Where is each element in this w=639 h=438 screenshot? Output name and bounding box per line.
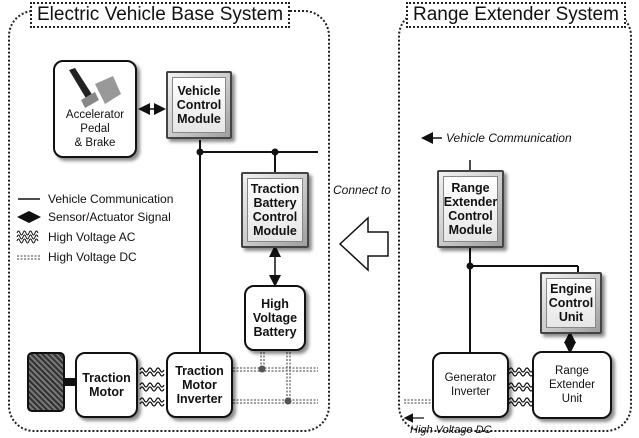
re-high-voltage-dc-lines bbox=[404, 399, 432, 404]
vehicle-control-module-box: Vehicle Control Module bbox=[166, 71, 232, 139]
bus-junction-dot bbox=[196, 148, 204, 156]
accelerator-label: Accelerator Pedal & Brake bbox=[65, 109, 125, 149]
motor-shaft bbox=[65, 378, 75, 386]
wheel-tire bbox=[27, 352, 65, 412]
re-vehicle-communication-line bbox=[421, 132, 471, 170]
traction-motor-box: Traction Motor bbox=[75, 352, 138, 418]
high-voltage-battery-box: High Voltage Battery bbox=[244, 285, 306, 351]
hvdc-junction-dot bbox=[258, 365, 266, 373]
connect-to-label: Connect to bbox=[333, 183, 392, 197]
legend-vehicle-communication: Vehicle Communication bbox=[48, 192, 174, 206]
tbcm-label: Traction Battery Control Module bbox=[247, 178, 303, 242]
range-extender-unit-box: Range Extender Unit bbox=[532, 351, 612, 419]
bus-junction-dot bbox=[466, 262, 474, 270]
vehicle-communication-label: Vehicle Communication bbox=[446, 131, 572, 145]
high-voltage-ac-lines bbox=[139, 367, 165, 407]
generator-inverter-box: Generator Inverter bbox=[432, 352, 509, 418]
connect-to-arrow bbox=[338, 216, 389, 272]
legend-symbols bbox=[16, 198, 41, 260]
legend-high-voltage-dc: High Voltage DC bbox=[48, 250, 137, 264]
ev-base-system-title: Electric Vehicle Base System bbox=[30, 2, 291, 28]
traction-battery-control-module-box: Traction Battery Control Module bbox=[241, 172, 309, 248]
traction-motor-inverter-box: Traction Motor Inverter bbox=[166, 352, 233, 418]
ecu-label: Engine Control Unit bbox=[546, 278, 596, 328]
pedal-icon bbox=[69, 68, 121, 108]
accelerator-pedal-brake-box: Accelerator Pedal & Brake bbox=[53, 60, 137, 158]
recm-label: Range Extender Control Module bbox=[443, 176, 498, 242]
high-voltage-dc-lines bbox=[233, 352, 318, 404]
re-high-voltage-ac-lines bbox=[508, 367, 534, 407]
legend-sensor-actuator-signal: Sensor/Actuator Signal bbox=[48, 210, 171, 224]
bus-junction-dot bbox=[271, 148, 279, 156]
legend-high-voltage-ac: High Voltage AC bbox=[48, 230, 136, 244]
high-voltage-dc-label: High Voltage DC bbox=[410, 424, 492, 436]
hvdc-junction-dot bbox=[284, 397, 292, 405]
range-extender-title: Range Extender System bbox=[406, 2, 626, 28]
vcm-label: Vehicle Control Module bbox=[172, 77, 226, 133]
engine-control-unit-box: Engine Control Unit bbox=[540, 272, 602, 334]
range-extender-control-module-box: Range Extender Control Module bbox=[437, 170, 504, 248]
